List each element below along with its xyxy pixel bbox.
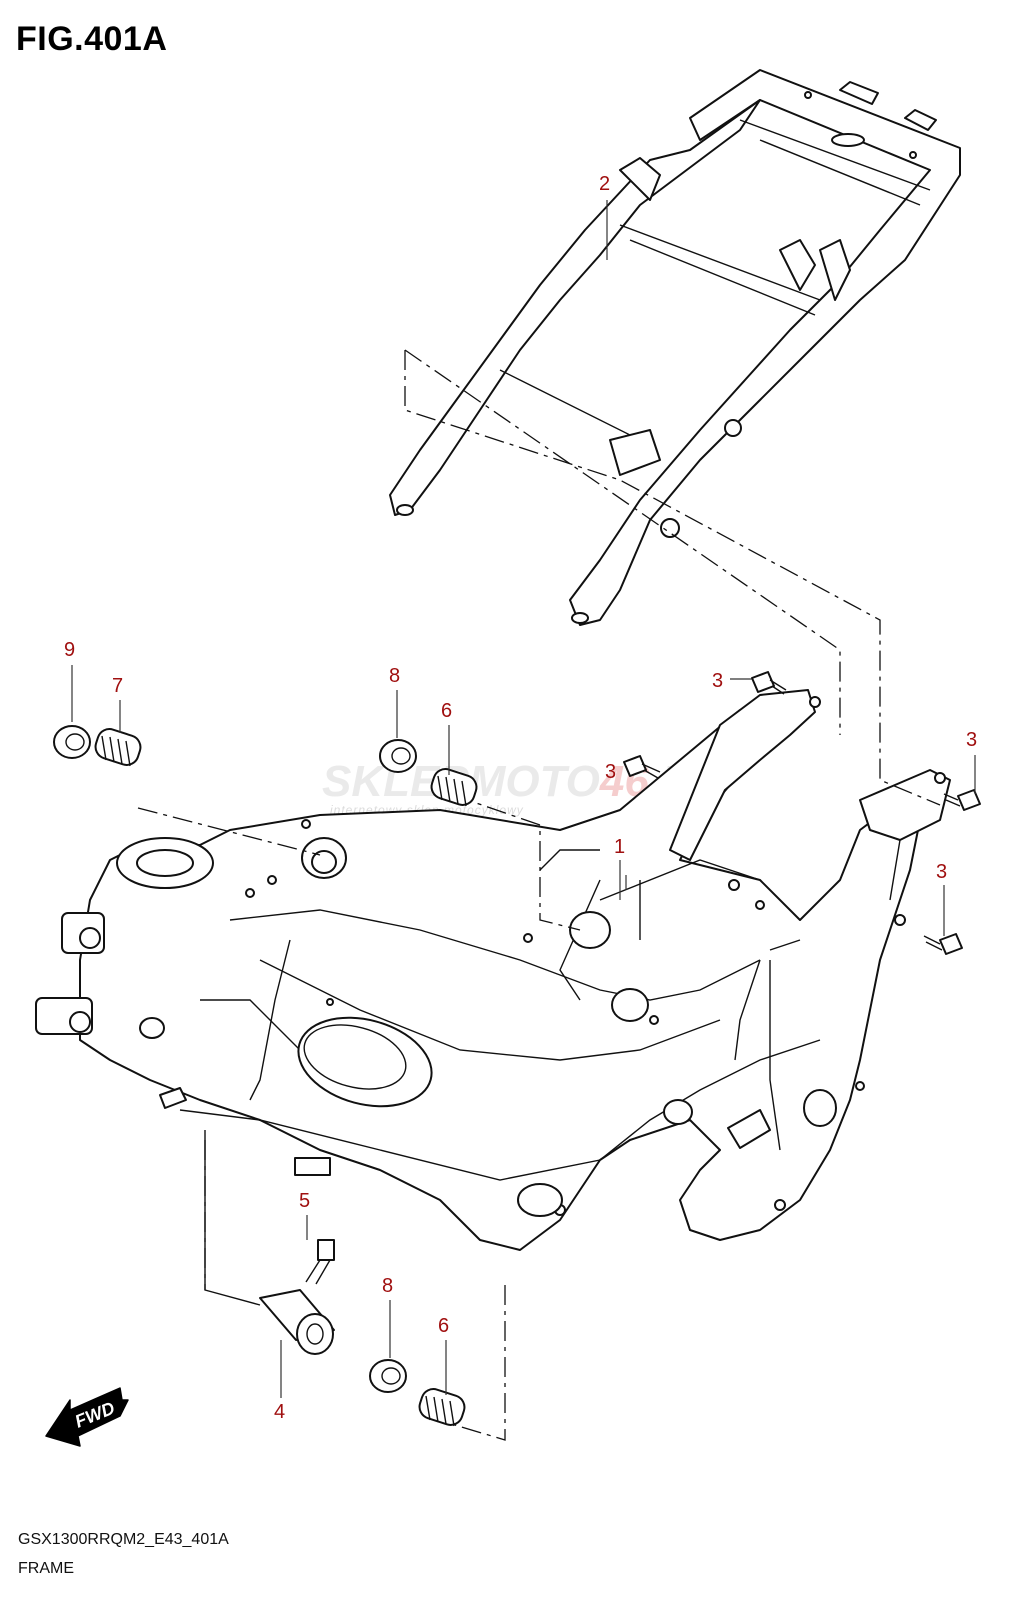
callout-4: 4 <box>274 1401 285 1423</box>
assembly-lines <box>137 349 941 1441</box>
callout-9: 9 <box>64 639 75 661</box>
bolt-3-d[interactable] <box>923 933 963 955</box>
callouts: 2 9 7 8 6 3 3 3 3 1 5 4 8 6 <box>64 173 977 1423</box>
bushing-6-top[interactable] <box>428 766 479 808</box>
figure-title: FIG.401A <box>16 20 168 58</box>
nut-8-bot[interactable] <box>369 1359 407 1393</box>
callout-3-a: 3 <box>712 670 723 692</box>
callout-7: 7 <box>112 675 123 697</box>
nut-8-top[interactable] <box>379 739 417 773</box>
callout-3-d: 3 <box>936 861 947 883</box>
seat-rail-subframe[interactable] <box>389 69 961 626</box>
callout-8-bot: 8 <box>382 1275 393 1297</box>
callout-3-c: 3 <box>966 729 977 751</box>
nut-9[interactable] <box>53 725 91 759</box>
callout-1: 1 <box>614 836 625 858</box>
callout-2: 2 <box>599 173 610 195</box>
spacer-4[interactable] <box>259 1289 335 1355</box>
callout-8-top: 8 <box>389 665 400 687</box>
bushing-6-bot[interactable] <box>416 1386 467 1428</box>
bolt-3-a[interactable] <box>751 671 787 695</box>
bolt-5[interactable] <box>305 1239 335 1285</box>
figure-caption: FRAME <box>18 1560 74 1577</box>
main-frame[interactable] <box>35 689 951 1251</box>
callout-3-b: 3 <box>605 761 616 783</box>
bolt-3-b[interactable] <box>623 755 661 779</box>
model-code: GSX1300RRQM2_E43_401A <box>18 1531 229 1548</box>
callout-6-bot: 6 <box>438 1315 449 1337</box>
fwd-arrow-icon: FWD <box>45 1387 129 1447</box>
bushing-7[interactable] <box>92 726 143 768</box>
callout-6-top: 6 <box>441 700 452 722</box>
bolt-3-c[interactable] <box>943 789 981 811</box>
leader-lines <box>71 200 976 1398</box>
callout-5: 5 <box>299 1190 310 1212</box>
